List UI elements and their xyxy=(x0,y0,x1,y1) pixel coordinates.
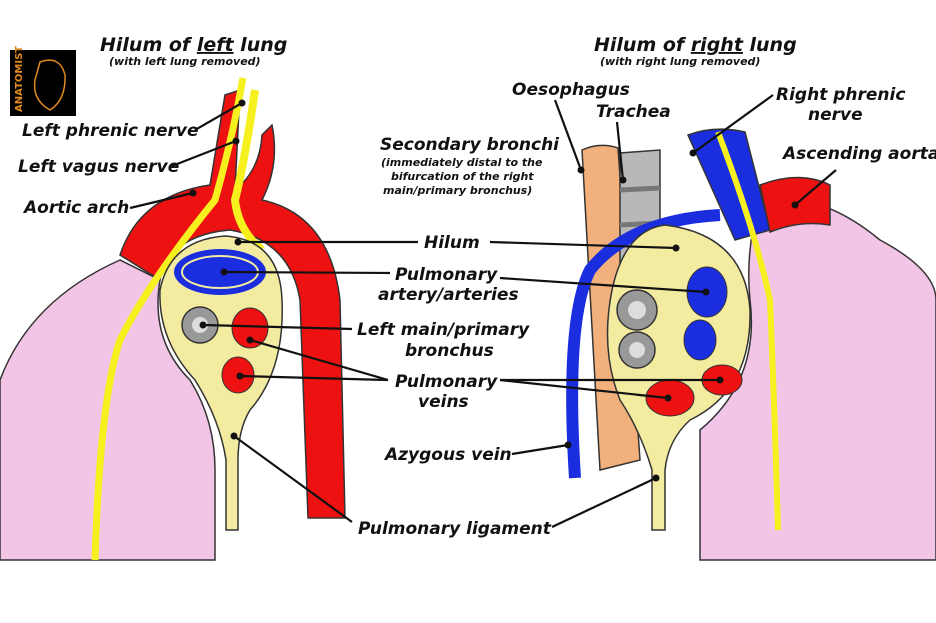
logo: ANATOMIST xyxy=(10,46,76,116)
azygous-vein xyxy=(566,209,721,479)
svg-text:ANATOMIST: ANATOMIST xyxy=(14,46,25,112)
label-ascending-aorta: Ascending aorta xyxy=(781,144,936,164)
secondary-note-1: (immediately distal to the xyxy=(381,156,543,169)
trachea-ring xyxy=(619,185,661,193)
left-title: Hilum of left lung xyxy=(100,34,287,56)
secondary-note-3: main/primary bronchus) xyxy=(383,184,532,197)
bronchus-lumen xyxy=(628,301,646,319)
label-pulmonary-veins-1: Pulmonary xyxy=(395,372,498,392)
left-phrenic-nerve xyxy=(91,77,247,561)
label-left-phrenic: Left phrenic nerve xyxy=(22,121,199,141)
label-pulmonary-ligament: Pulmonary ligament xyxy=(358,519,552,539)
label-pulmonary-veins-2: veins xyxy=(418,392,469,412)
label-azygous-vein: Azygous vein xyxy=(383,445,512,465)
label-secondary-bronchi: Secondary bronchi xyxy=(380,135,560,155)
right-title: Hilum of right lung xyxy=(594,34,797,56)
label-pulmonary-artery-1: Pulmonary xyxy=(395,265,498,285)
label-oesophagus: Oesophagus xyxy=(512,80,630,100)
label-right-phrenic-1: Right phrenic xyxy=(776,85,905,105)
label-pulmonary-artery-2: artery/arteries xyxy=(378,285,519,305)
label-bronchus-1: Left main/primary xyxy=(357,320,530,340)
left-subtitle: (with left lung removed) xyxy=(109,55,261,68)
label-right-phrenic-2: nerve xyxy=(808,105,863,125)
label-left-vagus: Left vagus nerve xyxy=(18,157,179,177)
right-lung xyxy=(699,197,936,561)
superior-vena-cava xyxy=(686,128,771,241)
right-subtitle: (with right lung removed) xyxy=(600,55,760,68)
left-pulmonary-vein-upper xyxy=(231,307,269,349)
bronchus-lumen xyxy=(629,342,645,358)
secondary-note-2: bifurcation of the right xyxy=(391,170,534,183)
label-bronchus-2: bronchus xyxy=(405,341,494,361)
right-phrenic-nerve xyxy=(715,130,781,531)
left-pulmonary-artery xyxy=(174,249,266,295)
label-hilum: Hilum xyxy=(424,233,480,253)
label-trachea: Trachea xyxy=(596,102,671,122)
right-pulmonary-artery-lower xyxy=(683,319,717,361)
label-aortic-arch: Aortic arch xyxy=(22,198,129,218)
left-vagus-nerve xyxy=(230,89,265,254)
